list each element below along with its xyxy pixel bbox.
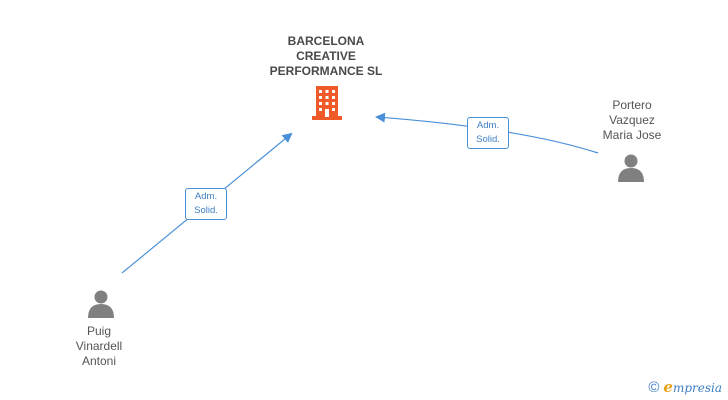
relation-label-line: Adm. [476, 120, 500, 131]
relation-label-line: Solid. [476, 134, 500, 145]
copyright-symbol: © [648, 378, 660, 396]
relation-label-puig[interactable]: Adm. Solid. [185, 188, 227, 220]
empresia-logo: empresia [663, 378, 722, 396]
relation-label-portero[interactable]: Adm. Solid. [467, 117, 509, 149]
person-name-puig[interactable]: Puig Vinardell Antoni [44, 324, 154, 369]
company-name-line: BARCELONA [287, 34, 365, 48]
brand-rest: mpresia [672, 381, 722, 395]
person-name-line: Puig [86, 324, 112, 338]
company-name[interactable]: BARCELONA CREATIVE PERFORMANCE SL [248, 34, 404, 79]
person-icon[interactable] [616, 152, 646, 182]
person-name-line: Maria Jose [602, 128, 662, 142]
company-name-line: PERFORMANCE SL [269, 64, 383, 78]
person-name-line: Portero [612, 98, 652, 112]
person-name-line: Vinardell [75, 339, 123, 353]
person-name-portero[interactable]: Portero Vazquez Maria Jose [577, 98, 687, 143]
person-name-line: Vazquez [609, 113, 655, 127]
relation-label-line: Adm. [194, 191, 218, 202]
person-icon[interactable] [86, 288, 116, 318]
brand-initial: e [663, 378, 673, 396]
relation-label-line: Solid. [194, 205, 218, 216]
person-name-line: Antoni [81, 354, 117, 368]
building-icon[interactable] [311, 85, 343, 121]
company-name-line: CREATIVE [296, 49, 356, 63]
empresia-watermark[interactable]: © empresia [648, 378, 722, 396]
